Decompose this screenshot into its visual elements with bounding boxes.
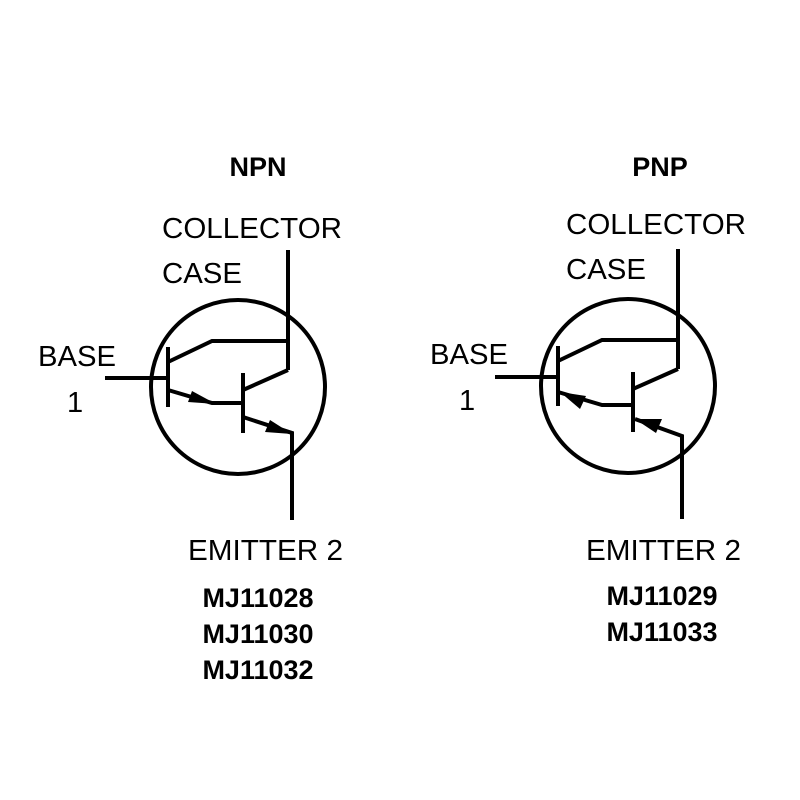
q2-emitter xyxy=(242,415,294,520)
npn-part-number: MJ11030 xyxy=(202,619,313,649)
pnp-title: PNP xyxy=(632,152,688,182)
q1-emitter-arrow-icon xyxy=(560,392,586,409)
pnp-darlington: PNP COLLECTOR CASE BASE 1 EMITTER 2 MJ11… xyxy=(430,152,746,647)
pnp-emitter-label: EMITTER 2 xyxy=(586,535,741,567)
q2-emitter-arrow-icon xyxy=(635,419,662,433)
npn-part-number: MJ11028 xyxy=(202,583,313,613)
pnp-part-number: MJ11033 xyxy=(606,617,717,647)
npn-title: NPN xyxy=(229,152,286,182)
npn-emitter-label: EMITTER 2 xyxy=(188,535,343,567)
npn-collector-label: COLLECTOR xyxy=(162,213,342,245)
case-circle xyxy=(149,298,327,476)
q2-emitter-arrow-icon xyxy=(265,420,292,434)
pnp-case-label: CASE xyxy=(566,254,646,286)
q2-collector xyxy=(242,368,289,392)
npn-darlington: NPN COLLECTOR CASE BASE 1 EMITTER 2 MJ11… xyxy=(38,152,343,685)
pnp-collector-label: COLLECTOR xyxy=(566,209,746,241)
pnp-base-pin: 1 xyxy=(459,385,475,417)
pnp-symbol xyxy=(495,249,717,519)
npn-part-number: MJ11032 xyxy=(202,655,313,685)
q1-collector xyxy=(167,339,288,364)
q1-collector xyxy=(557,338,678,363)
npn-case-label: CASE xyxy=(162,258,242,290)
q2-collector xyxy=(632,367,679,391)
npn-base-pin: 1 xyxy=(67,387,83,419)
pnp-part-number: MJ11029 xyxy=(606,581,717,611)
pnp-base-label: BASE xyxy=(430,339,508,371)
q1-emitter-arrow-icon xyxy=(188,391,216,404)
case-circle xyxy=(539,297,717,475)
npn-symbol xyxy=(105,250,327,520)
npn-base-label: BASE xyxy=(38,341,116,373)
